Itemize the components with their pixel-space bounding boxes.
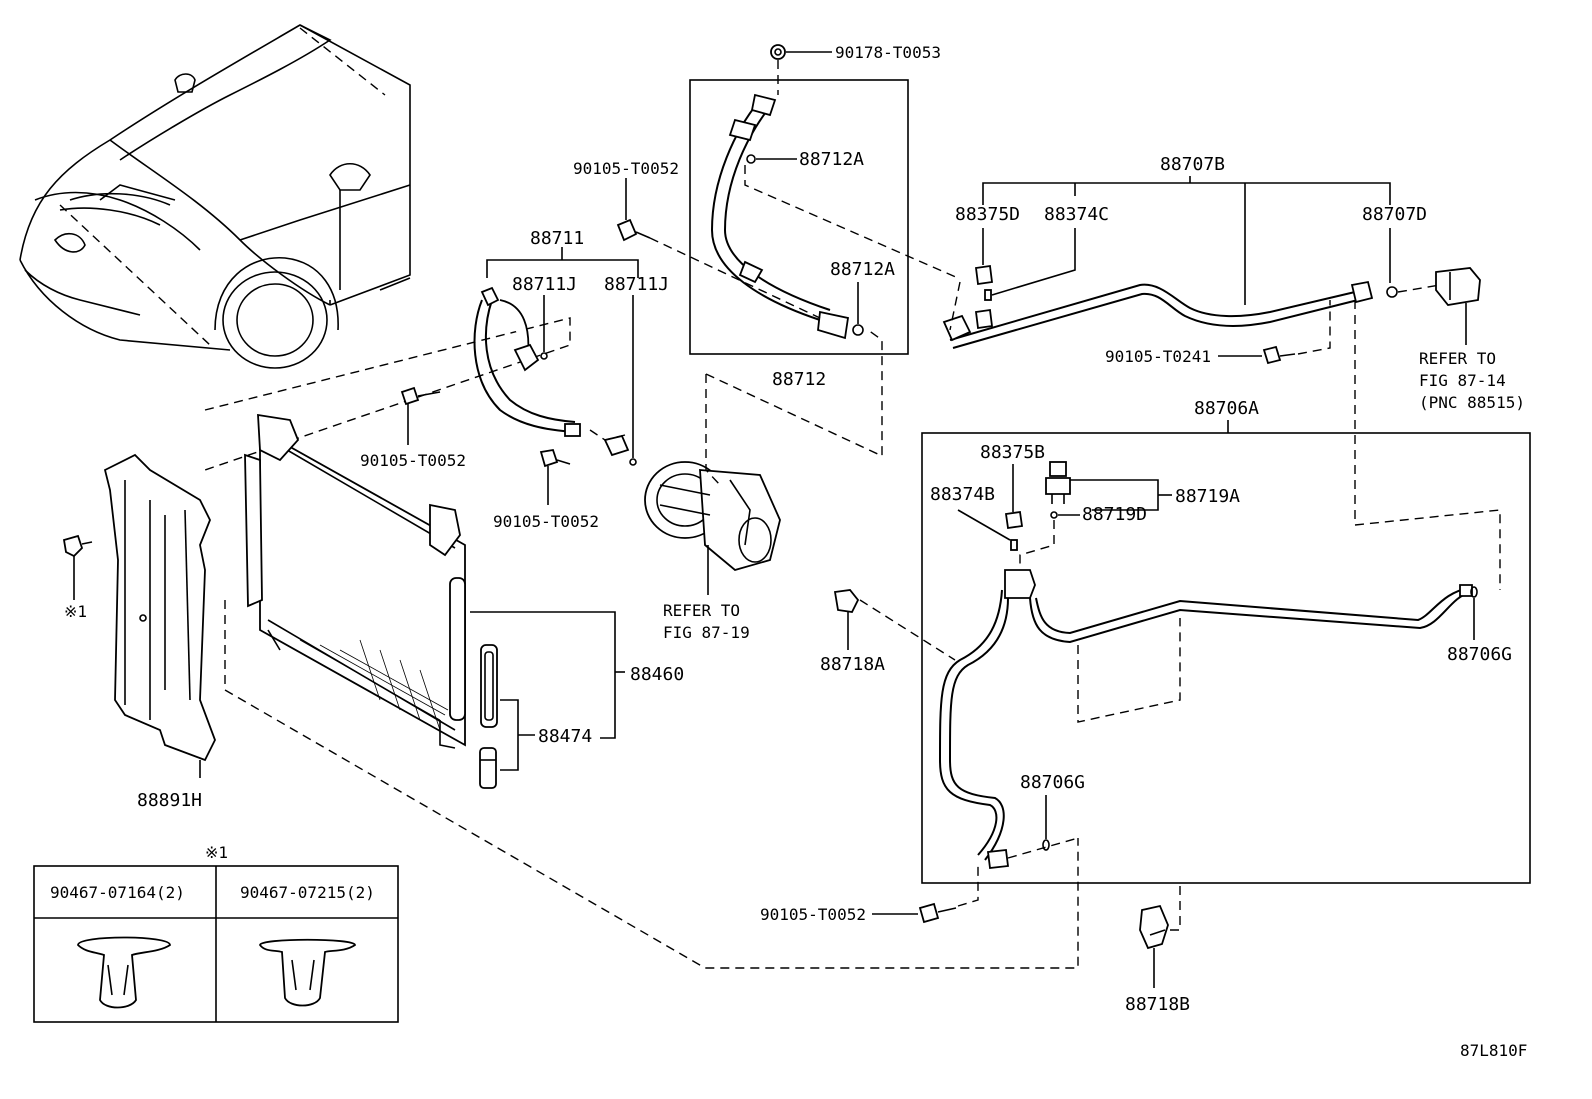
box-88706A: [921, 432, 1531, 884]
clip-90467-07215-icon: [259, 938, 356, 1007]
bolt-90105-T0241[interactable]: [1262, 345, 1296, 365]
label-88374B: 88374B: [930, 484, 995, 505]
part-88711-discharge-hose[interactable]: [473, 286, 637, 466]
bolt-90105-T0052-top[interactable]: [616, 218, 651, 242]
clip-table: ※1 90467-07164(2) 90467-07215(2): [33, 843, 399, 1023]
clamp-88718A[interactable]: [833, 589, 860, 613]
label-88712: 88712: [772, 369, 826, 390]
clamp-88718B[interactable]: [1139, 904, 1169, 950]
clip-table-title: ※1: [205, 843, 228, 862]
label-refer-87-19-b: FIG 87-19: [663, 623, 750, 642]
label-88718A: 88718A: [820, 654, 885, 675]
label-88891H: 88891H: [137, 790, 202, 811]
label-refer-87-14-b: FIG 87-14: [1419, 371, 1506, 390]
label-88460: 88460: [630, 664, 684, 685]
label-88719D: 88719D: [1082, 504, 1147, 525]
bolt-90105-T0052-bottom[interactable]: [918, 902, 957, 924]
cap-88375D[interactable]: [974, 264, 994, 286]
clip-90467-07164-icon: [77, 936, 171, 1009]
label-88718B: 88718B: [1125, 994, 1190, 1015]
label-90105-T0052-top: 90105-T0052: [573, 159, 679, 178]
cap-90178-T0053[interactable]: [770, 44, 786, 60]
label-88707D: 88707D: [1362, 204, 1427, 225]
label-88711J-a: 88711J: [512, 274, 577, 295]
vehicle-illustration: [19, 24, 411, 369]
cap-88375B[interactable]: [1004, 510, 1024, 530]
o-ring-88719D[interactable]: [1050, 511, 1058, 519]
valve-core-88374C[interactable]: [984, 289, 992, 301]
part-88474-filter[interactable]: [479, 644, 498, 789]
compressor[interactable]: [644, 461, 781, 571]
valve-core-88374B[interactable]: [1010, 539, 1018, 551]
label-88474: 88474: [538, 726, 592, 747]
o-ring-88707D[interactable]: [1386, 286, 1398, 298]
clip-table-col-2: 90467-07215(2): [240, 883, 375, 902]
o-ring-88706G-low[interactable]: [1042, 839, 1050, 851]
label-88375D: 88375D: [955, 204, 1020, 225]
part-88706A-pipe[interactable]: [938, 569, 1473, 869]
label-88712A-top: 88712A: [799, 149, 864, 170]
part-88891H-shroud[interactable]: [103, 453, 216, 778]
label-88375B: 88375B: [980, 442, 1045, 463]
label-88706G-low: 88706G: [1020, 772, 1085, 793]
clip-table-col-1: 90467-07164(2): [50, 883, 185, 902]
label-88712A-bot: 88712A: [830, 259, 895, 280]
label-88374C: 88374C: [1044, 204, 1109, 225]
pressure-sensor-88719A[interactable]: [1045, 461, 1071, 504]
box-88712: [689, 79, 909, 355]
part-88515-connector[interactable]: [1435, 267, 1481, 306]
diagram-id: 87L810F: [1460, 1041, 1527, 1060]
part-88707B-pipe[interactable]: [942, 280, 1374, 349]
label-90105-T0052-bottom: 90105-T0052: [760, 905, 866, 924]
o-ring-88706G-right[interactable]: [1470, 586, 1478, 598]
bolt-90105-T0052-low[interactable]: [539, 448, 571, 468]
label-90105-T0241: 90105-T0241: [1105, 347, 1211, 366]
part-88460-condenser[interactable]: [244, 413, 466, 749]
label-88711J-b: 88711J: [604, 274, 669, 295]
part-88712-suction-hose[interactable]: [710, 93, 864, 340]
label-90105-T0052-low: 90105-T0052: [493, 512, 599, 531]
label-88719A: 88719A: [1175, 486, 1240, 507]
label-88706G-right: 88706G: [1447, 644, 1512, 665]
label-88707B: 88707B: [1160, 154, 1225, 175]
label-refer-87-14-c: (PNC 88515): [1419, 393, 1525, 412]
clip-x1[interactable]: [62, 534, 93, 600]
label-x1: ※1: [64, 602, 87, 621]
label-90178-T0053: 90178-T0053: [835, 43, 941, 62]
label-88711: 88711: [530, 228, 584, 249]
label-refer-87-14-a: REFER TO: [1419, 349, 1496, 368]
label-refer-87-19-a: REFER TO: [663, 601, 740, 620]
label-88706A: 88706A: [1194, 398, 1259, 419]
bolt-90105-T0052-mid[interactable]: [400, 386, 441, 406]
label-90105-T0052-mid: 90105-T0052: [360, 451, 466, 470]
